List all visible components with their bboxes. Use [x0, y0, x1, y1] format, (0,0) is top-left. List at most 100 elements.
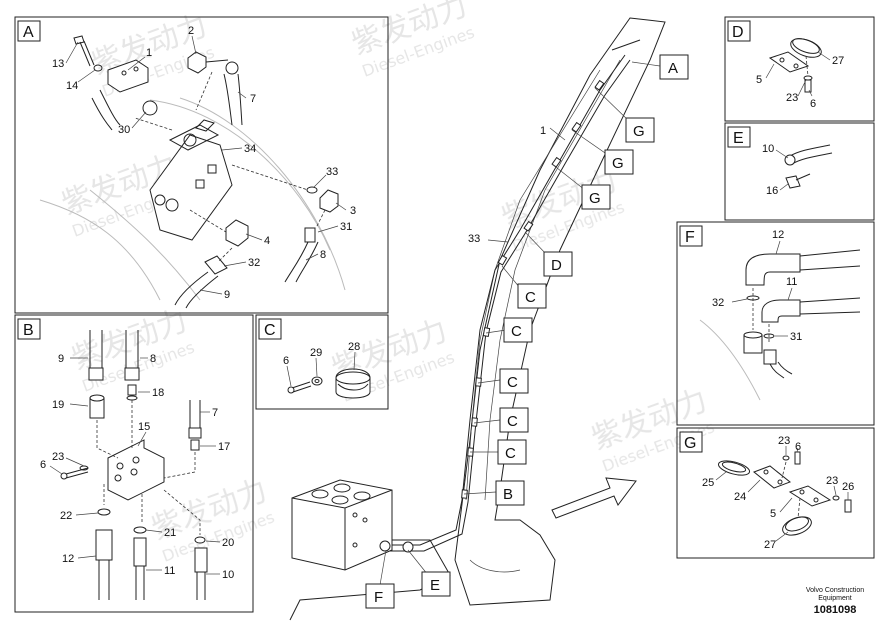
callout-boom-c3[interactable]: C	[499, 368, 529, 394]
callout-boom-d[interactable]: D	[543, 251, 573, 277]
callout-boom-f[interactable]: F	[365, 583, 395, 609]
label-b-18: 18	[152, 387, 164, 399]
callout-boom-c5[interactable]: C	[497, 439, 527, 465]
svg-text:C: C	[511, 323, 522, 340]
label-b-22: 22	[60, 510, 72, 522]
label-b-15: 15	[138, 421, 150, 433]
label-34: 34	[244, 143, 256, 155]
label-b-10: 10	[222, 569, 234, 581]
label-b-11: 11	[164, 565, 175, 577]
callout-boom-g1[interactable]: G	[625, 117, 655, 143]
svg-text:C: C	[505, 445, 516, 462]
direction-arrow-icon	[551, 477, 637, 519]
label-b-20: 20	[222, 537, 234, 549]
label-9a: 9	[224, 289, 230, 301]
label-d-23: 23	[786, 92, 798, 104]
label-4: 4	[264, 235, 270, 247]
panel-f: F 12 11 32 31	[676, 221, 875, 426]
panel-g-tag: G	[684, 435, 696, 452]
label-33: 33	[326, 166, 338, 178]
label-g-26: 26	[842, 481, 854, 493]
label-g-23b: 23	[826, 475, 838, 487]
panel-d-tag: D	[732, 24, 744, 41]
label-g-5: 5	[770, 508, 776, 520]
footer-brand: Volvo Construction Equipment 1081098	[792, 587, 878, 617]
label-30: 30	[118, 124, 130, 136]
label-d-6: 6	[810, 98, 816, 110]
svg-text:F: F	[374, 589, 383, 606]
label-f-12: 12	[772, 229, 784, 241]
panel-e: E 10 16	[724, 122, 875, 221]
label-c-28: 28	[348, 341, 360, 353]
label-b-9: 9	[58, 353, 64, 365]
label-b-23: 23	[52, 451, 64, 463]
label-g-6a: 6	[795, 441, 801, 453]
label-e-16: 16	[766, 185, 778, 197]
panel-b-tag: B	[23, 322, 34, 339]
panel-a-tag: A	[23, 24, 34, 41]
panel-e-tag: E	[733, 130, 744, 147]
label-d-27: 27	[832, 55, 844, 67]
callout-boom-a[interactable]: A	[659, 54, 689, 80]
svg-text:D: D	[551, 257, 562, 274]
callout-boom-c2[interactable]: C	[503, 317, 533, 343]
svg-text:A: A	[668, 60, 678, 77]
callout-boom-g2[interactable]: G	[604, 149, 634, 175]
label-7a: 7	[250, 93, 256, 105]
panel-c: C 6 29 28	[255, 314, 389, 410]
label-b-17: 17	[218, 441, 230, 453]
label-f-11: 11	[786, 276, 797, 288]
svg-text:C: C	[525, 289, 536, 306]
label-d-5: 5	[756, 74, 762, 86]
watermark-3: 紫发动力 Diesel-Engines	[67, 303, 197, 396]
label-13: 13	[52, 58, 64, 70]
svg-text:C: C	[507, 374, 518, 391]
label-b-6: 6	[40, 459, 46, 471]
panel-g: G 23 6 25 24 23 26 5	[676, 427, 875, 559]
label-g-24: 24	[734, 491, 746, 503]
label-b-8: 8	[150, 353, 156, 365]
panel-c-tag: C	[264, 322, 276, 339]
label-b-21: 21	[164, 527, 176, 539]
svg-text:E: E	[430, 577, 440, 594]
svg-text:C: C	[507, 413, 518, 430]
callout-boom-b[interactable]: B	[495, 480, 525, 506]
callout-boom-e[interactable]: E	[421, 571, 451, 597]
callout-boom-c1[interactable]: C	[517, 283, 547, 309]
panel-f-tag: F	[685, 229, 695, 246]
label-3: 3	[350, 205, 356, 217]
label-2: 2	[188, 25, 194, 37]
watermark-5: 紫发动力 Diesel-Engines	[347, 0, 477, 81]
label-main-33: 33	[468, 233, 480, 245]
callout-boom-c4[interactable]: C	[499, 407, 529, 433]
label-g-23a: 23	[778, 435, 790, 447]
label-g-27: 27	[764, 539, 776, 551]
label-31: 31	[340, 221, 352, 233]
label-14: 14	[66, 80, 78, 92]
label-c-29: 29	[310, 347, 322, 359]
footer-line1: Volvo Construction	[805, 587, 865, 594]
label-8a: 8	[320, 249, 326, 261]
label-c-6: 6	[283, 355, 289, 367]
svg-text:G: G	[612, 155, 624, 172]
callout-boom-g3[interactable]: G	[581, 184, 611, 210]
label-g-25: 25	[702, 477, 714, 489]
label-32: 32	[248, 257, 260, 269]
svg-text:G: G	[633, 123, 645, 140]
footer-number: 1081098	[813, 604, 857, 616]
panel-a: A	[14, 16, 389, 314]
boom-drawing: 1 33 A G G G D C C	[289, 17, 689, 621]
footer-line2: Equipment	[818, 595, 852, 602]
watermark-7: 紫发动力 Diesel-Engines	[587, 383, 717, 476]
label-main-1: 1	[540, 125, 546, 137]
label-f-32: 32	[712, 297, 724, 309]
label-f-31: 31	[790, 331, 802, 343]
label-b-12: 12	[62, 553, 74, 565]
panel-b: B	[14, 314, 254, 613]
label-b-19: 19	[52, 399, 64, 411]
panel-d: D 27 5 23 6	[724, 16, 875, 122]
svg-text:B: B	[503, 486, 513, 503]
watermark-8: 紫发动力 Diesel-Engines	[147, 473, 277, 566]
label-e-10: 10	[762, 143, 774, 155]
